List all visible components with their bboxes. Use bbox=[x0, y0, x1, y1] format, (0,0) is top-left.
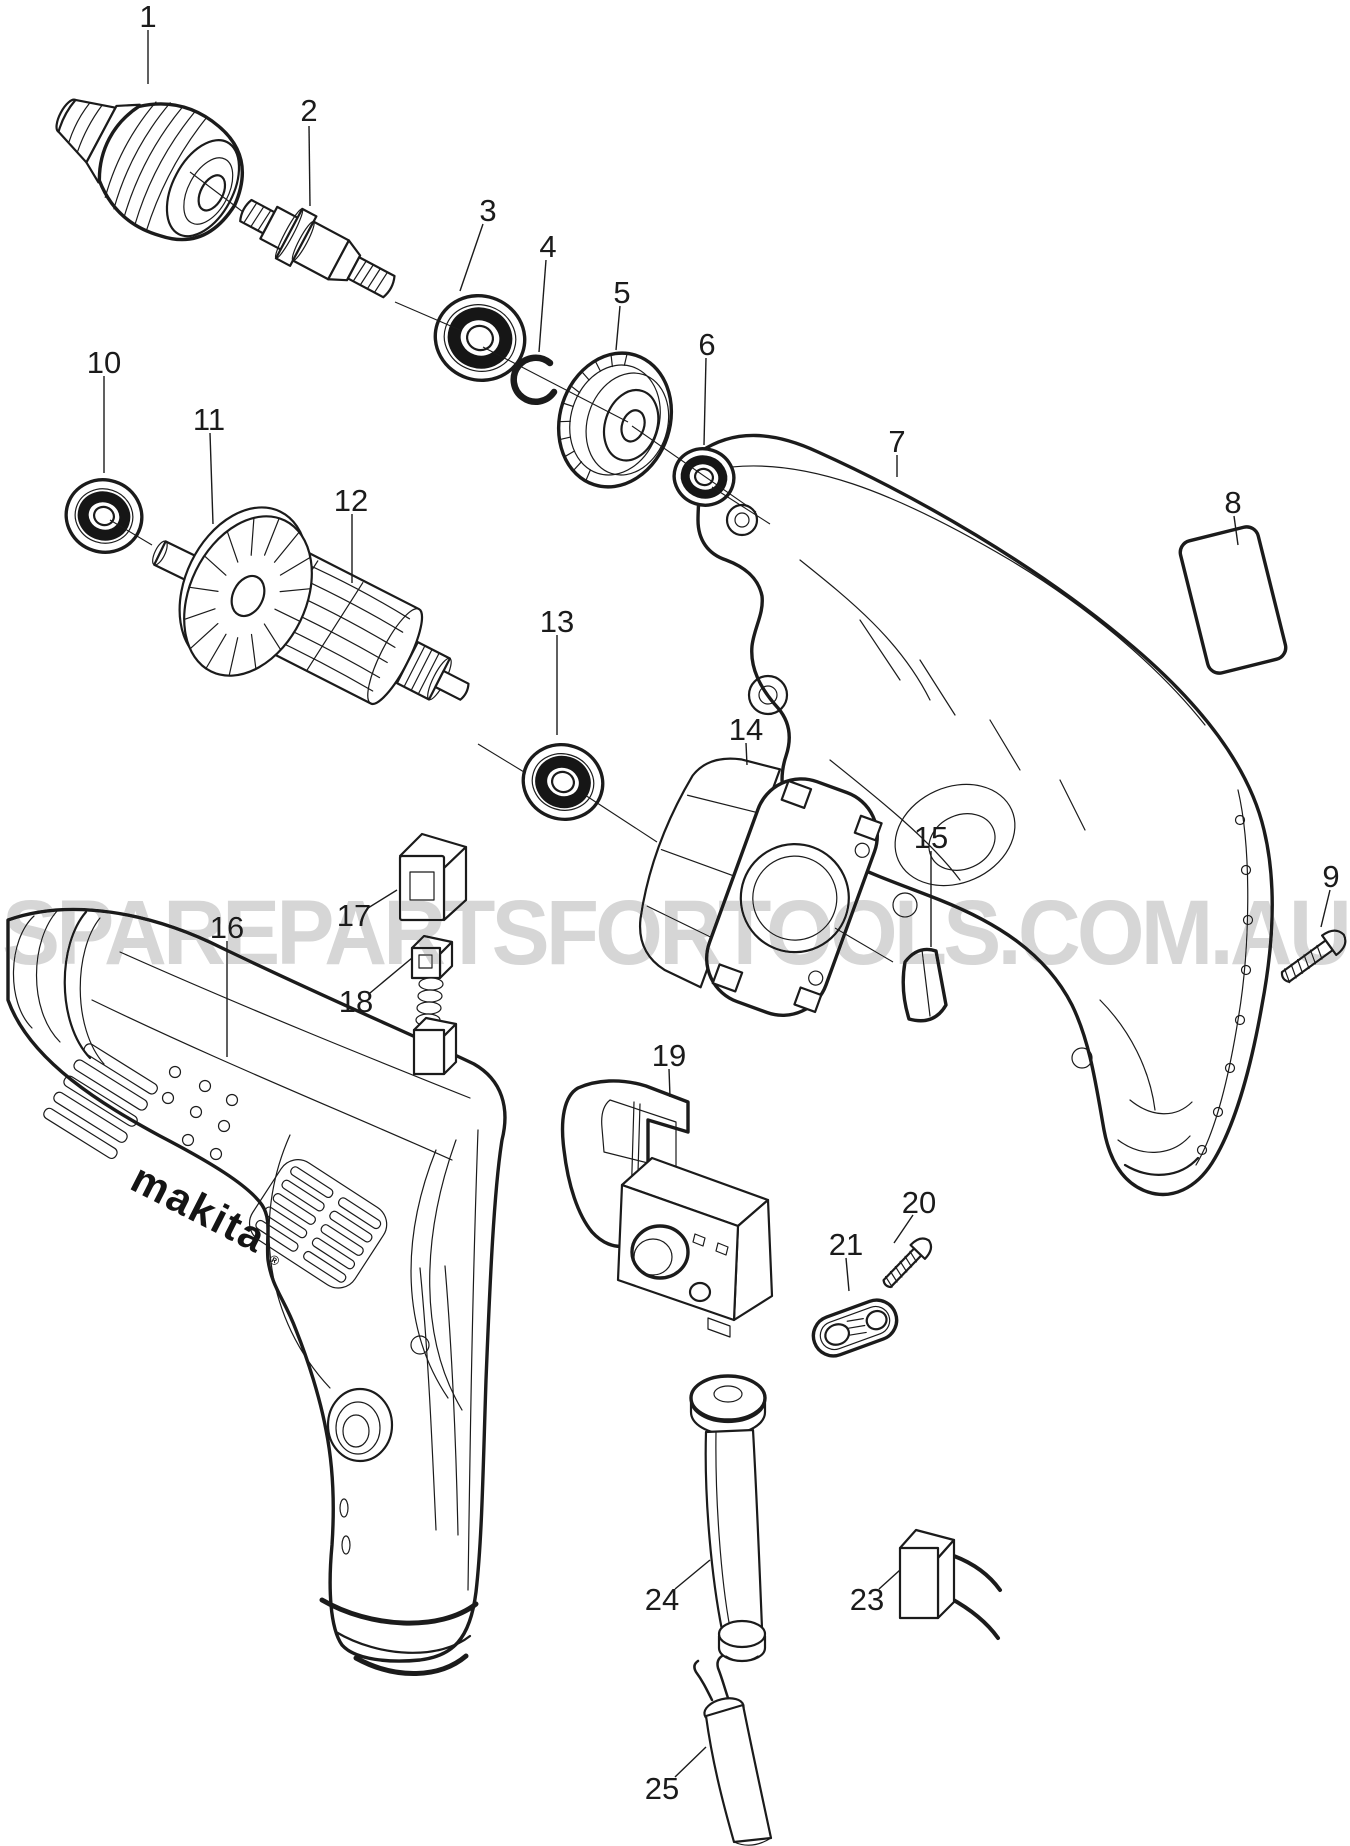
part-2-spindle bbox=[239, 198, 396, 299]
leader-line-25 bbox=[674, 1746, 707, 1778]
part-23-terminal-block bbox=[898, 1528, 1002, 1640]
part-label-9-pan-head-screw: 9 bbox=[1322, 859, 1339, 894]
part-20-pan-head-screw bbox=[882, 1237, 933, 1289]
part-10-ball-bearing bbox=[64, 478, 144, 554]
part-label-24-cord-guard: 24 bbox=[645, 1582, 679, 1617]
leader-line-14 bbox=[745, 742, 748, 766]
part-13-ball-bearing bbox=[521, 743, 605, 821]
leader-line-21 bbox=[845, 1257, 850, 1292]
part-label-5-helical-gear: 5 bbox=[613, 275, 630, 310]
part-7-housing-half bbox=[696, 433, 1274, 1197]
part-label-6-ball-bearing: 6 bbox=[698, 327, 715, 362]
leader-line-11 bbox=[209, 432, 214, 525]
leader-line-6 bbox=[703, 357, 707, 446]
axis-guide-lines bbox=[109, 171, 894, 963]
part-label-23-terminal-block: 23 bbox=[850, 1582, 884, 1617]
part-15-baffle-plate bbox=[901, 947, 948, 1023]
leader-line-2 bbox=[308, 125, 311, 207]
part-label-19-switch: 19 bbox=[652, 1038, 686, 1073]
part-label-20-pan-head-screw: 20 bbox=[902, 1185, 936, 1220]
leader-line-19 bbox=[668, 1068, 671, 1098]
part-label-15-baffle-plate: 15 bbox=[914, 820, 948, 855]
part-label-10-ball-bearing: 10 bbox=[87, 345, 121, 380]
grip-dots bbox=[161, 1065, 239, 1161]
leader-line-17 bbox=[367, 889, 398, 909]
part-18-carbon-brush bbox=[410, 934, 458, 1076]
part-24-cord-guard bbox=[689, 1374, 767, 1663]
part-3-ball-bearing bbox=[433, 294, 527, 382]
part-11-fan bbox=[152, 506, 313, 677]
part-9-pan-head-screw bbox=[1280, 929, 1347, 984]
part-label-7-housing-half: 7 bbox=[888, 424, 905, 459]
part-label-8-name-plate: 8 bbox=[1224, 485, 1241, 520]
leader-line-20 bbox=[893, 1214, 914, 1244]
part-label-11-fan: 11 bbox=[193, 402, 225, 437]
leader-line-24 bbox=[674, 1559, 711, 1590]
part-8-name-plate bbox=[1178, 525, 1288, 675]
leader-line-3 bbox=[459, 223, 484, 292]
leader-line-9 bbox=[1320, 889, 1331, 928]
part-25-power-cord bbox=[693, 1654, 773, 1846]
part-label-17-brush-holder: 17 bbox=[337, 898, 371, 933]
part-14-field-stator bbox=[638, 757, 883, 1017]
part-label-14-field-stator: 14 bbox=[729, 712, 763, 747]
leader-line-4 bbox=[538, 259, 547, 353]
leader-line-18 bbox=[369, 957, 413, 994]
part-label-16-motor-housing: 16 bbox=[210, 910, 244, 945]
leader-line-23 bbox=[878, 1569, 901, 1590]
part-label-13-ball-bearing: 13 bbox=[540, 604, 574, 639]
part-1-keyless-chuck bbox=[55, 98, 244, 242]
leader-line-8 bbox=[1233, 515, 1239, 546]
vent-slots-left bbox=[43, 1043, 158, 1160]
watermark-text: SPAREPARTSFORTOOLS.COM.AU bbox=[2, 882, 1348, 984]
part-label-1-keyless-chuck: 1 bbox=[139, 0, 156, 34]
part-label-3-ball-bearing: 3 bbox=[479, 193, 496, 228]
part-label-4-retaining-ring: 4 bbox=[539, 229, 556, 264]
vent-slots-right bbox=[248, 1159, 388, 1289]
part-4-retaining-ring bbox=[510, 354, 558, 405]
part-label-12-armature: 12 bbox=[334, 483, 368, 518]
part-21-cord-clamp bbox=[811, 1298, 899, 1358]
part-label-21-cord-clamp: 21 bbox=[829, 1227, 863, 1262]
part-5-helical-gear bbox=[556, 351, 674, 489]
leader-line-5 bbox=[615, 305, 621, 351]
part-label-25-power-cord: 25 bbox=[645, 1771, 679, 1806]
part-17-brush-holder bbox=[398, 832, 468, 922]
part-label-18-carbon-brush: 18 bbox=[339, 984, 373, 1019]
part-19-switch bbox=[560, 1079, 774, 1338]
part-label-2-spindle: 2 bbox=[300, 93, 317, 128]
